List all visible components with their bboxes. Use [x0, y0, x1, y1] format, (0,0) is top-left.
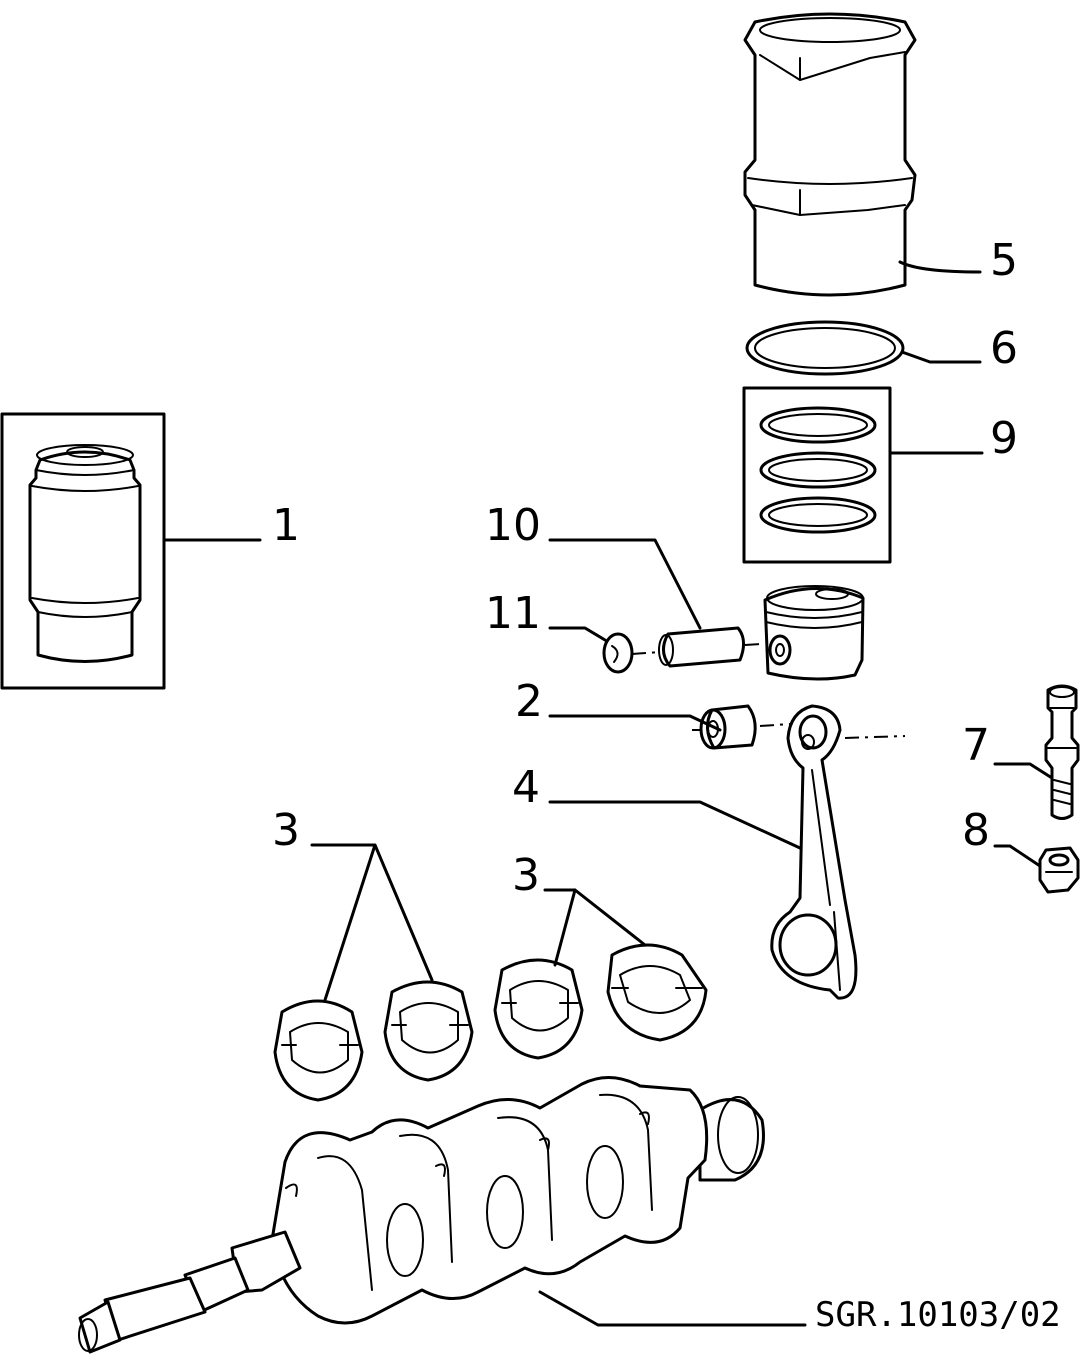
callout-5: 5	[990, 235, 1018, 286]
leader-5	[898, 260, 982, 274]
leader-10	[548, 538, 702, 630]
leader-8	[993, 844, 1042, 868]
callout-1: 1	[272, 500, 300, 551]
leader-3b	[543, 888, 647, 967]
piston	[763, 585, 865, 681]
bearing-shell-4	[606, 943, 708, 1042]
callout-7: 7	[962, 720, 990, 771]
piston-ring-set	[742, 386, 892, 564]
small-end-bushing	[692, 704, 791, 750]
callout-10: 10	[485, 500, 541, 551]
leader-11	[548, 626, 607, 642]
piston-pin-circlip	[602, 632, 634, 674]
leader-crankshaft	[538, 1290, 807, 1327]
crankshaft	[78, 1076, 765, 1354]
callout-11: 11	[485, 588, 541, 639]
connecting-rod-nut	[1038, 846, 1080, 894]
cylinder-liner	[743, 12, 917, 297]
callout-6: 6	[990, 323, 1018, 374]
callout-2: 2	[515, 676, 543, 727]
callout-4: 4	[512, 762, 540, 813]
callout-8: 8	[962, 805, 990, 856]
piston-pin	[631, 626, 763, 668]
callout-3-left: 3	[272, 805, 300, 856]
reference-code: SGR.10103/02	[815, 1295, 1061, 1335]
leader-4	[548, 800, 802, 850]
bearing-shell-2	[383, 980, 474, 1082]
leader-6	[900, 350, 982, 364]
liner-kit-assembly	[0, 412, 166, 690]
callout-3-right: 3	[512, 850, 540, 901]
callout-9: 9	[990, 413, 1018, 464]
leader-3a	[310, 843, 434, 1002]
bearing-shell-1	[273, 999, 364, 1102]
connecting-rod	[770, 704, 906, 1000]
bearing-shell-3	[493, 958, 584, 1060]
connecting-rod-bolt	[1044, 684, 1080, 820]
liner-seal-ring	[745, 320, 905, 376]
leader-2	[548, 714, 722, 732]
leader-7	[993, 762, 1054, 780]
